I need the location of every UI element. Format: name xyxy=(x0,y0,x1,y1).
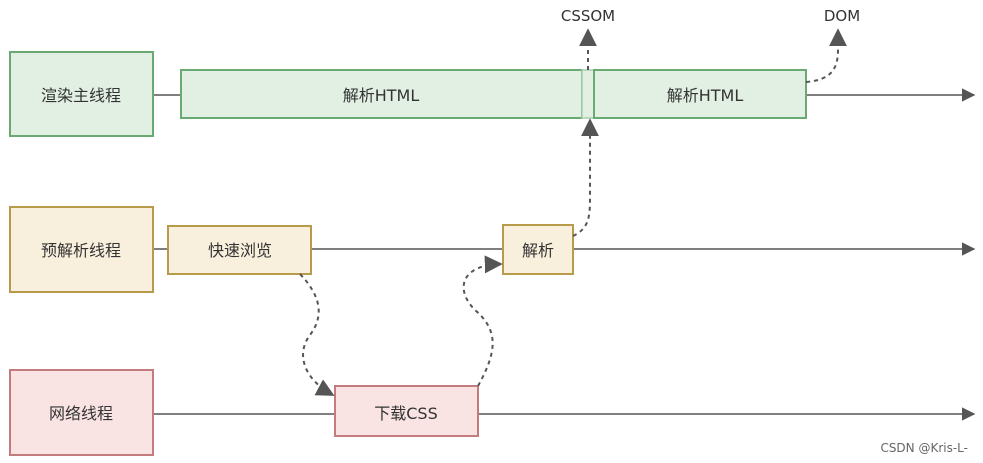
quick-scan-task: 快速浏览 xyxy=(167,225,312,275)
watermark: CSDN @Kris-L- xyxy=(880,441,968,455)
dom-output-arrow xyxy=(805,28,847,83)
parse-task: 解析 xyxy=(502,224,574,275)
parse-html-label-1: 解析HTML xyxy=(343,86,420,105)
network-thread-box: 网络线程 xyxy=(9,369,154,456)
render-thread-label: 渲染主线程 xyxy=(41,86,121,105)
quick-scan-label: 快速浏览 xyxy=(208,241,272,260)
parse-label: 解析 xyxy=(522,241,554,260)
preparse-thread-box: 预解析线程 xyxy=(9,206,154,293)
download-css-task: 下载CSS xyxy=(334,385,479,437)
download-to-parse-arrow xyxy=(462,255,503,387)
css-block-gap xyxy=(581,69,595,119)
download-css-label: 下载CSS xyxy=(374,404,438,423)
network-thread-label: 网络线程 xyxy=(49,404,113,423)
preparse-thread-label: 预解析线程 xyxy=(41,241,121,260)
parse-to-cssom-gap-arrow xyxy=(572,118,599,237)
quick-scan-to-download-arrow xyxy=(299,273,335,396)
parse-html-label-2: 解析HTML xyxy=(667,86,744,105)
parse-html-task-2: 解析HTML xyxy=(593,69,807,119)
parse-html-task-1: 解析HTML xyxy=(180,69,583,119)
render-thread-box: 渲染主线程 xyxy=(9,51,154,137)
cssom-label: CSSOM xyxy=(561,7,615,25)
dom-label: DOM xyxy=(824,7,860,25)
